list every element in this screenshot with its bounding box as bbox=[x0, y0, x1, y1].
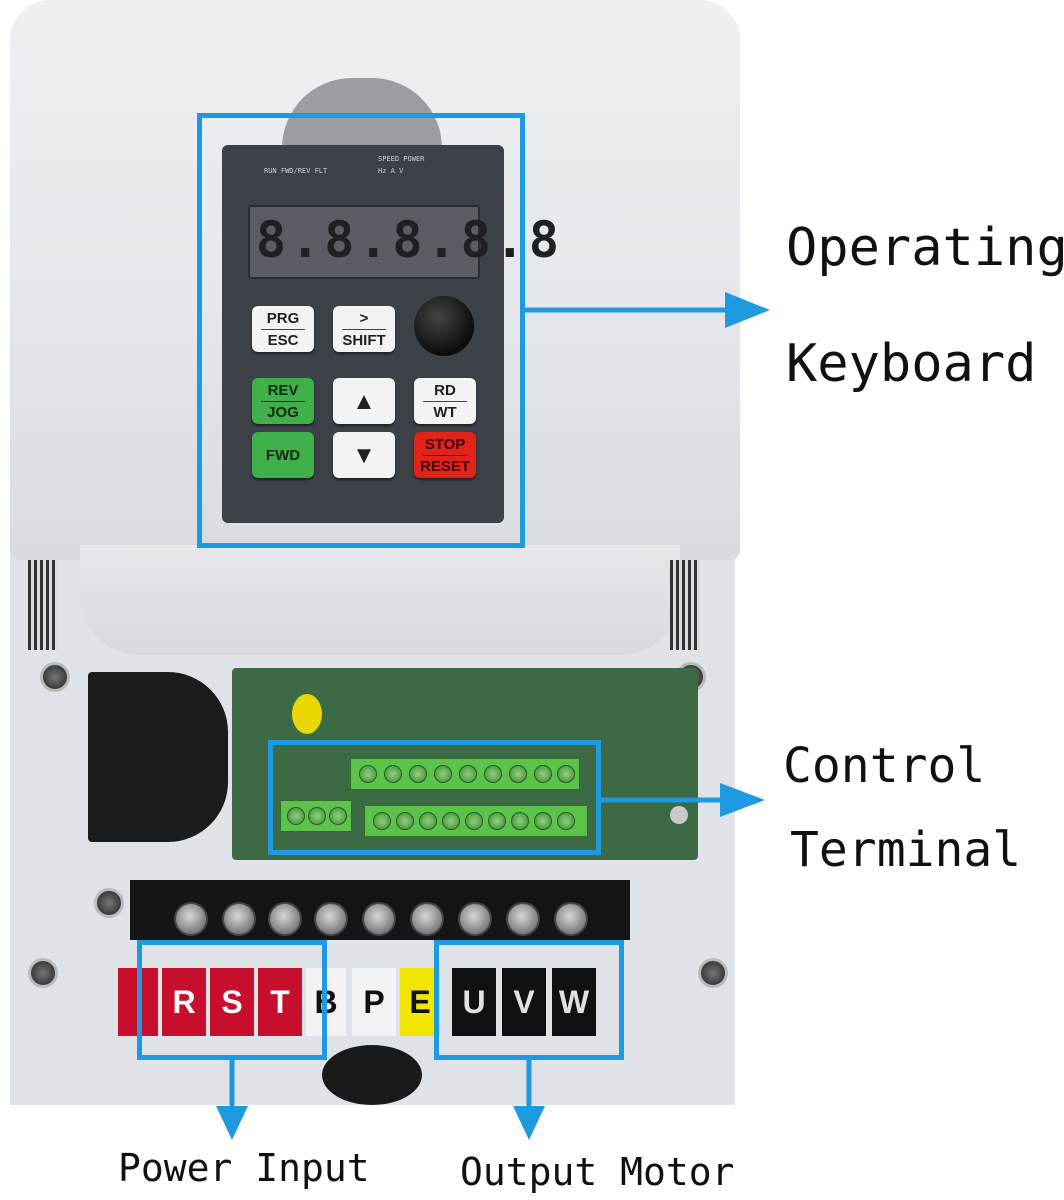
shift-label: SHIFT bbox=[342, 331, 386, 349]
mounting-screw-icon bbox=[40, 662, 70, 692]
fwd-label: FWD bbox=[265, 446, 301, 464]
mounting-screw-icon bbox=[28, 958, 58, 988]
control-terminal-highlight-box bbox=[268, 740, 601, 855]
jog-label: JOG bbox=[267, 403, 299, 421]
unit-indicators: Hz A V bbox=[378, 167, 404, 175]
shift-key[interactable]: > SHIFT bbox=[333, 306, 395, 352]
control-terminal-strip-lower bbox=[364, 805, 588, 837]
callout-operating: Operating bbox=[786, 218, 1064, 278]
stop-reset-key[interactable]: STOP RESET bbox=[414, 432, 476, 478]
terminal-v: V bbox=[502, 968, 546, 1036]
terminal-e: E bbox=[400, 968, 440, 1036]
output-motor-highlight-box bbox=[434, 940, 624, 1060]
terminal-p: P bbox=[352, 968, 396, 1036]
output-arrowhead-icon bbox=[513, 1106, 545, 1140]
cable-entry-hole bbox=[322, 1045, 422, 1105]
led-display bbox=[248, 205, 480, 279]
terminal-screw-icon bbox=[314, 902, 348, 936]
callout-output-motor: Output Motor bbox=[460, 1150, 735, 1194]
terminal-screw-icon bbox=[554, 902, 588, 936]
callout-power-input: Power Input bbox=[118, 1146, 370, 1190]
terminal-s: S bbox=[210, 968, 254, 1036]
esc-label: ESC bbox=[267, 331, 299, 349]
mounting-screw-icon bbox=[698, 958, 728, 988]
stop-label: STOP bbox=[424, 435, 466, 453]
down-arrow-icon: ▼ bbox=[352, 441, 376, 469]
mounting-screw-icon bbox=[94, 888, 124, 918]
control-arrowhead-icon bbox=[720, 783, 765, 817]
callout-keyboard: Keyboard bbox=[786, 334, 1037, 394]
vent-grille-right bbox=[670, 560, 700, 650]
prg-label: PRG bbox=[266, 309, 300, 327]
terminal-t: T bbox=[258, 968, 302, 1036]
rev-label: REV bbox=[267, 381, 299, 399]
rd-wt-key[interactable]: RD WT bbox=[414, 378, 476, 424]
status-indicators: RUN FWD/REV FLT bbox=[264, 167, 328, 175]
power-input-highlight-box bbox=[137, 940, 327, 1060]
control-terminal-strip-upper bbox=[350, 758, 580, 790]
vent-grille-left bbox=[28, 560, 58, 650]
cooling-fan bbox=[88, 672, 228, 842]
down-key[interactable]: ▼ bbox=[333, 432, 395, 478]
callout-terminal: Terminal bbox=[790, 822, 1022, 878]
keyboard-arrowhead-icon bbox=[725, 292, 770, 328]
fwd-key[interactable]: FWD bbox=[252, 432, 314, 478]
terminal-screw-icon bbox=[174, 902, 208, 936]
terminal-screw-icon bbox=[410, 902, 444, 936]
capacitor bbox=[292, 694, 322, 734]
terminal-w: W bbox=[552, 968, 596, 1036]
rd-label: RD bbox=[434, 381, 456, 399]
indicator-labels: RUN FWD/REV FLT SPEED POWER Hz A V bbox=[256, 155, 476, 185]
terminal-screw-icon bbox=[458, 902, 492, 936]
speed-potentiometer-knob[interactable] bbox=[414, 296, 474, 356]
prg-esc-key[interactable]: PRG ESC bbox=[252, 306, 314, 352]
relay-terminal-strip bbox=[280, 800, 352, 832]
keyboard-highlight-box bbox=[197, 113, 525, 548]
terminal-screw-icon bbox=[222, 902, 256, 936]
front-cover-lower-lip bbox=[80, 545, 680, 655]
terminal-screw-icon bbox=[362, 902, 396, 936]
terminal-r: R bbox=[162, 968, 206, 1036]
terminal-screw-icon bbox=[506, 902, 540, 936]
board-mount-hole bbox=[670, 806, 688, 824]
terminal-screw-icon bbox=[268, 902, 302, 936]
reset-label: RESET bbox=[419, 457, 470, 475]
shift-arrow-label: > bbox=[359, 309, 369, 327]
rev-jog-key[interactable]: REV JOG bbox=[252, 378, 314, 424]
callout-control: Control bbox=[783, 738, 986, 794]
wt-label: WT bbox=[433, 403, 457, 421]
up-key[interactable]: ▲ bbox=[333, 378, 395, 424]
up-arrow-icon: ▲ bbox=[352, 387, 376, 415]
unit-indicators-title: SPEED POWER bbox=[378, 155, 425, 163]
power-arrowhead-icon bbox=[216, 1106, 248, 1140]
terminal-u: U bbox=[452, 968, 496, 1036]
